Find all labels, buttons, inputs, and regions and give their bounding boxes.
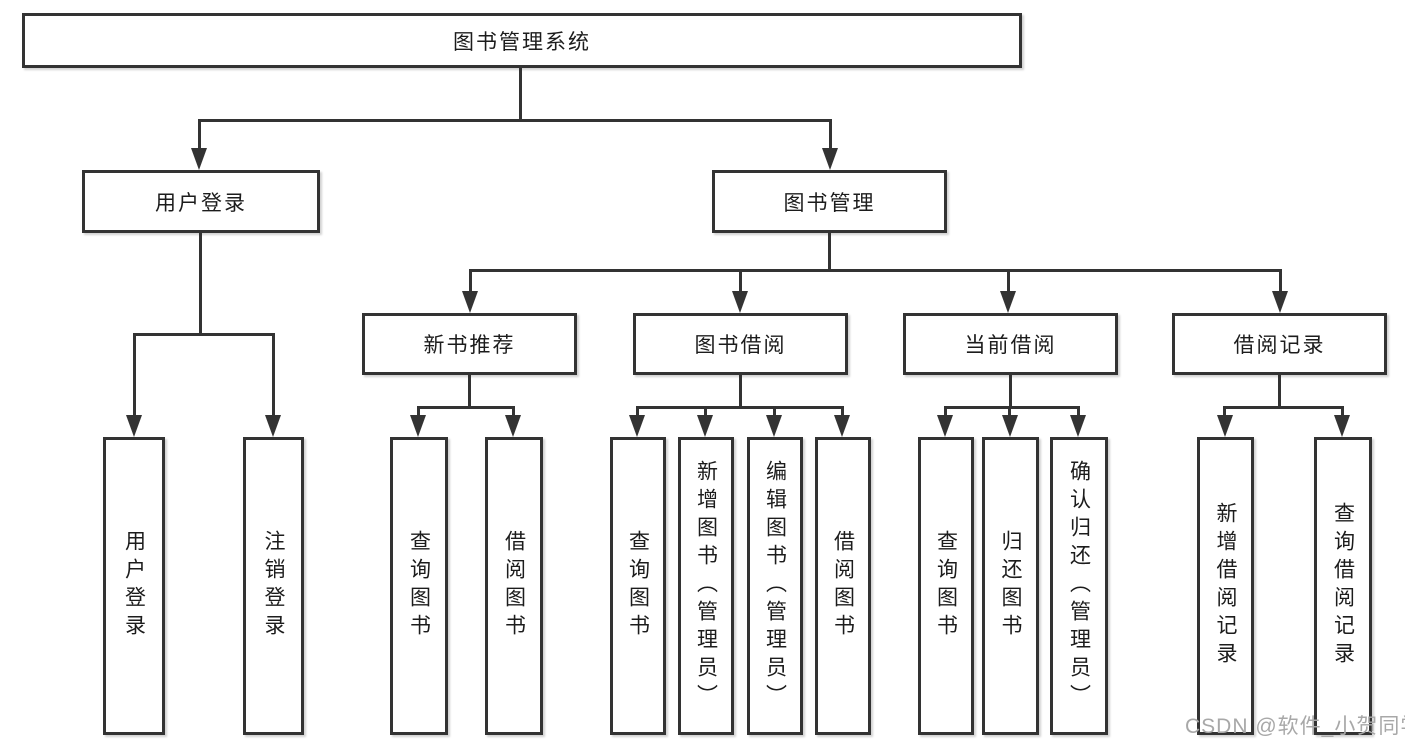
- arrowhead-down-icon: [937, 415, 953, 437]
- connector-vline: [519, 68, 522, 121]
- arrowhead-down-icon: [629, 415, 645, 437]
- leaf-current-return-books-label: 归还图书: [999, 530, 1022, 642]
- arrowhead-down-icon: [766, 415, 782, 437]
- connector-vline: [829, 119, 832, 150]
- node-borrow-records-label: 借阅记录: [1233, 334, 1326, 357]
- node-current-borrow-label: 当前借阅: [964, 334, 1057, 357]
- arrowhead-down-icon: [697, 415, 713, 437]
- leaf-logout: 注销登录: [243, 437, 304, 735]
- arrowhead-down-icon: [1002, 415, 1018, 437]
- leaf-logout-label: 注销登录: [262, 530, 285, 642]
- leaf-user-login: 用户登录: [103, 437, 165, 735]
- connector-hline: [198, 119, 832, 122]
- connector-vline: [1279, 269, 1282, 294]
- leaf-newbook-borrow-books-label: 借阅图书: [502, 530, 526, 642]
- connector-vline: [468, 375, 471, 409]
- connector-hline: [469, 269, 1282, 272]
- arrowhead-down-icon: [462, 291, 478, 313]
- connector-vline: [1077, 406, 1080, 418]
- leaf-borrow-edit-books-admin-label: 编辑图书（管理员）: [763, 460, 787, 712]
- node-book-borrow: 图书借阅: [633, 313, 848, 375]
- leaf-user-login-label: 用户登录: [122, 530, 146, 642]
- node-book-borrow-label: 图书借阅: [694, 334, 787, 357]
- node-root-label: 图书管理系统: [453, 30, 591, 54]
- connector-vline: [1008, 406, 1011, 418]
- leaf-current-query-books-label: 查询图书: [934, 530, 958, 642]
- connector-vline: [272, 333, 275, 416]
- arrowhead-down-icon: [834, 415, 850, 437]
- connector-vline: [133, 333, 136, 416]
- arrowhead-down-icon: [505, 415, 521, 437]
- connector-vline: [417, 406, 420, 418]
- leaf-borrow-add-books-admin: 新增图书（管理员）: [678, 437, 734, 735]
- leaf-borrow-query-books: 查询图书: [610, 437, 666, 735]
- leaf-newbook-query-books: 查询图书: [390, 437, 448, 735]
- connector-vline: [1009, 375, 1012, 409]
- leaf-newbook-borrow-books: 借阅图书: [485, 437, 543, 735]
- connector-vline: [1341, 406, 1344, 418]
- node-new-book-label: 新书推荐: [423, 334, 516, 357]
- node-current-borrow: 当前借阅: [903, 313, 1118, 375]
- leaf-current-query-books: 查询图书: [918, 437, 974, 735]
- leaf-borrow-borrow-books-label: 借阅图书: [831, 530, 855, 642]
- arrowhead-down-icon: [1334, 415, 1350, 437]
- connector-vline: [198, 119, 201, 150]
- arrowhead-down-icon: [410, 415, 426, 437]
- node-book-mgmt: 图书管理: [712, 170, 947, 233]
- leaf-borrow-query-books-label: 查询图书: [626, 530, 650, 642]
- leaf-records-query-record-label: 查询借阅记录: [1331, 502, 1355, 670]
- leaf-borrow-add-books-admin-label: 新增图书（管理员）: [694, 460, 718, 712]
- connector-hline: [1224, 406, 1343, 409]
- connector-vline: [469, 269, 472, 294]
- leaf-newbook-query-books-label: 查询图书: [407, 530, 431, 642]
- leaf-borrow-edit-books-admin: 编辑图书（管理员）: [747, 437, 803, 735]
- leaf-current-return-books: 归还图书: [982, 437, 1039, 735]
- node-borrow-records: 借阅记录: [1172, 313, 1387, 375]
- leaf-borrow-borrow-books: 借阅图书: [815, 437, 871, 735]
- leaf-records-query-record: 查询借阅记录: [1314, 437, 1372, 735]
- connector-vline: [739, 269, 742, 294]
- node-new-book: 新书推荐: [362, 313, 577, 375]
- arrowhead-down-icon: [1070, 415, 1086, 437]
- arrowhead-down-icon: [822, 148, 838, 170]
- node-user-login-label: 用户登录: [155, 191, 247, 215]
- connector-vline: [1007, 269, 1010, 294]
- connector-vline: [636, 406, 639, 418]
- leaf-records-add-record: 新增借阅记录: [1197, 437, 1254, 735]
- connector-vline: [841, 406, 844, 418]
- leaf-current-confirm-return-admin-label: 确认归还（管理员）: [1067, 460, 1091, 712]
- connector-vline: [944, 406, 947, 418]
- node-user-login: 用户登录: [82, 170, 320, 233]
- connector-vline: [199, 233, 202, 336]
- connector-vline: [512, 406, 515, 418]
- arrowhead-down-icon: [732, 291, 748, 313]
- arrowhead-down-icon: [1272, 291, 1288, 313]
- leaf-current-confirm-return-admin: 确认归还（管理员）: [1050, 437, 1108, 735]
- connector-vline: [704, 406, 707, 418]
- csdn-watermark: CSDN @软件_小贺同学: [1185, 715, 1405, 738]
- arrowhead-down-icon: [1217, 415, 1233, 437]
- connector-vline: [828, 233, 831, 272]
- node-root: 图书管理系统: [22, 13, 1022, 68]
- arrowhead-down-icon: [126, 415, 142, 437]
- node-book-mgmt-label: 图书管理: [783, 191, 876, 215]
- connector-vline: [739, 375, 742, 409]
- connector-hline: [133, 333, 275, 336]
- connector-hline: [636, 406, 844, 409]
- leaf-records-add-record-label: 新增借阅记录: [1214, 502, 1237, 670]
- connector-hline: [417, 406, 515, 409]
- arrowhead-down-icon: [191, 148, 207, 170]
- arrowhead-down-icon: [265, 415, 281, 437]
- connector-hline: [944, 406, 1080, 409]
- connector-vline: [773, 406, 776, 418]
- connector-vline: [1278, 375, 1281, 409]
- arrowhead-down-icon: [1000, 291, 1016, 313]
- connector-vline: [1223, 406, 1226, 418]
